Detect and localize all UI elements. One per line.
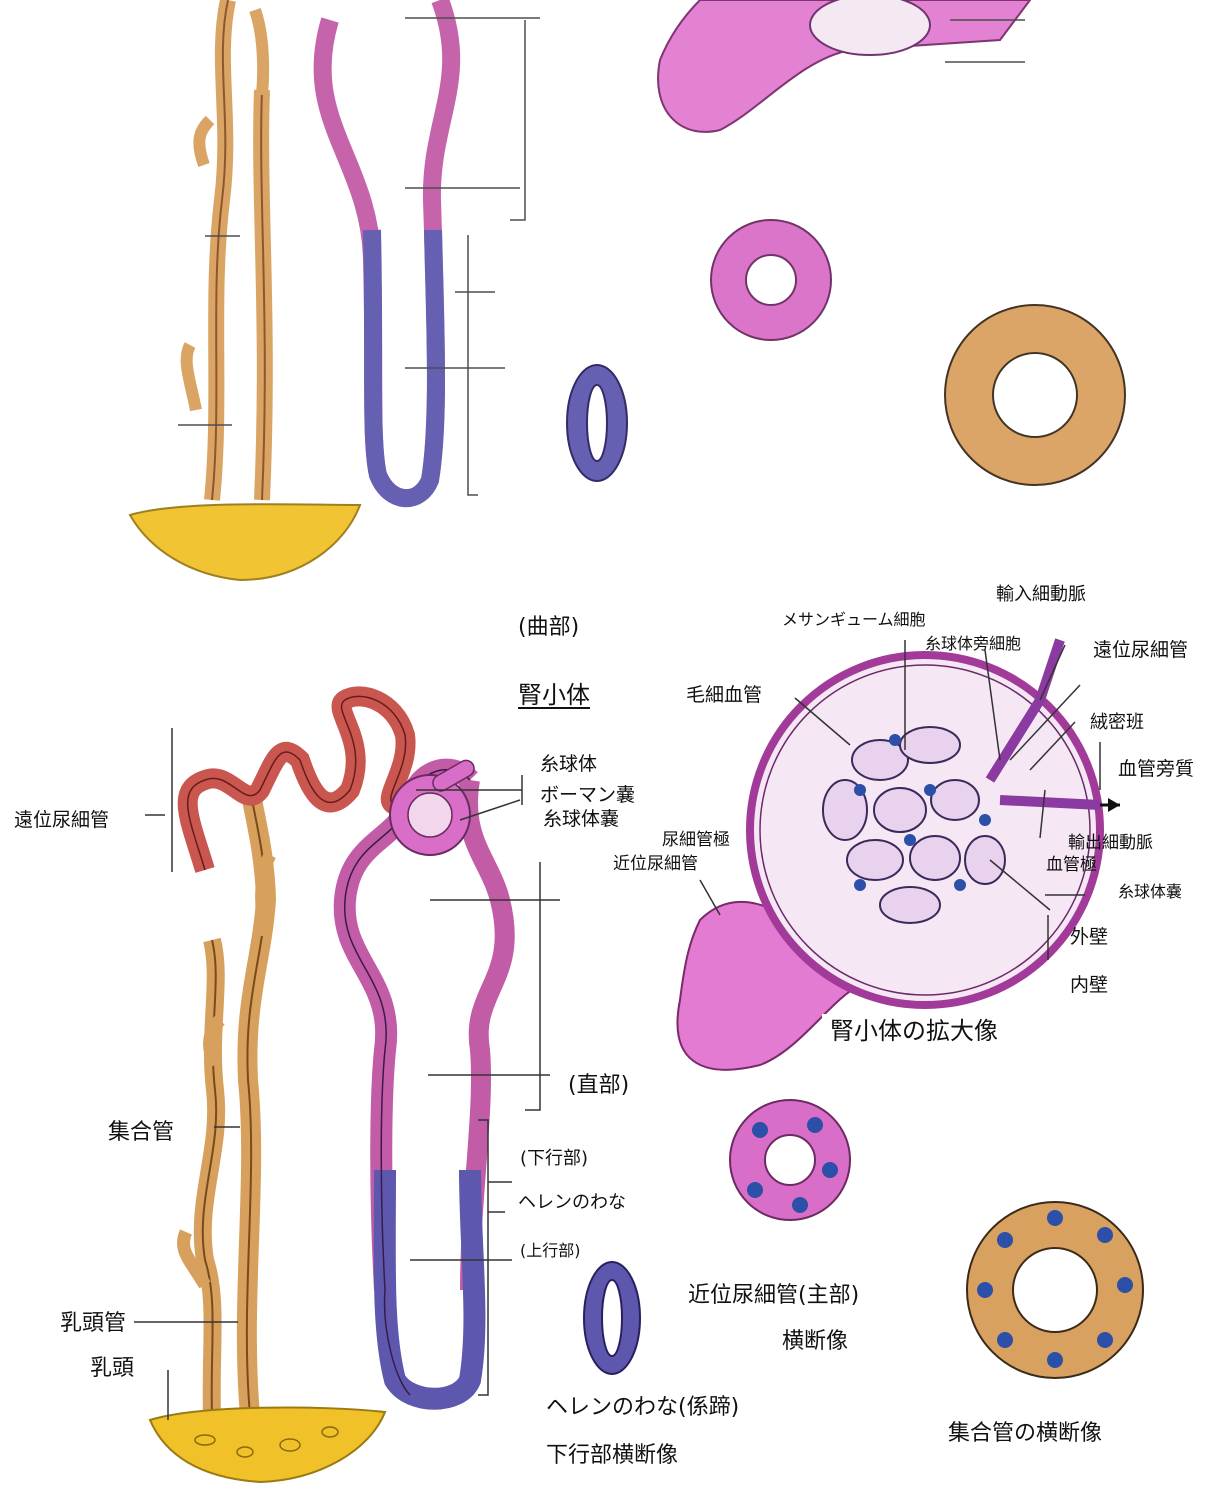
label-kyokubu: (曲部) <box>510 612 587 644</box>
label-chokubu: (直部) <box>560 1070 637 1102</box>
cross-section-pink-top <box>711 220 831 340</box>
label-glomerulus: 糸球体 <box>540 755 597 774</box>
corpuscle-top-partial <box>658 0 1030 132</box>
label-ascending: (上行部) <box>512 1238 589 1264</box>
papilla <box>150 1407 385 1482</box>
cross-section-collecting-top <box>945 305 1125 485</box>
label-enlarged-corpuscle: 腎小体の拡大像 <box>822 1014 1006 1048</box>
label-capillary: 毛細血管 <box>686 686 762 705</box>
label-vascular-pole: 血管極 <box>1046 857 1097 874</box>
label-juxtaglomerular: 糸球体旁細胞 <box>925 636 1021 652</box>
cross-section-blue <box>584 1262 640 1374</box>
label-proximal-tubule: 近位尿細管 <box>613 856 698 873</box>
proximal-tubule-and-loop <box>345 770 505 1399</box>
cross-section-blue-top <box>567 365 627 481</box>
label-macula-densa: 絨密班 <box>1090 714 1144 732</box>
label-cross-section: 横断像 <box>774 1326 856 1358</box>
label-glomerular-capsule: 糸球体嚢 <box>543 810 619 829</box>
label-henle: ヘレンのわな <box>518 1194 626 1212</box>
label-renal-corpuscle: 腎小体 <box>510 678 598 712</box>
label-collecting-duct: 集合管 <box>100 1117 182 1149</box>
cross-section-collecting <box>967 1202 1143 1378</box>
label-papillary-duct: 乳頭管 <box>52 1308 134 1340</box>
top-duplicate-figure <box>130 0 1125 580</box>
cross-section-pink <box>730 1100 850 1220</box>
label-mesangium: メサンギューム細胞 <box>782 612 926 628</box>
label-henle-loop: ヘレンのわな(係蹄) <box>538 1392 747 1424</box>
papilla-top <box>130 504 360 580</box>
label-extraglomerular: 血管旁質 <box>1118 760 1194 779</box>
label-distal-tubule-right: 遠位尿細管 <box>1085 636 1196 665</box>
label-papilla: 乳頭 <box>90 1358 134 1380</box>
henle-loop-top <box>323 0 452 498</box>
bracket-lines-top <box>178 18 540 495</box>
label-efferent: 輸出細動脈 <box>1068 835 1153 852</box>
label-urinary-pole: 尿細管極 <box>662 832 730 849</box>
label-collecting-cross: 集合管の横断像 <box>940 1418 1110 1450</box>
label-outer-wall: 外壁 <box>1070 928 1108 947</box>
label-inner-wall: 内壁 <box>1070 976 1108 995</box>
label-descending: (下行部) <box>520 1150 588 1168</box>
label-capsule-right: 糸球体嚢 <box>1118 884 1182 900</box>
label-proximal-main: 近位尿細管(主部) <box>680 1280 867 1312</box>
label-descending-cross: 下行部横断像 <box>538 1440 686 1472</box>
label-bowman: ボーマン嚢 <box>540 786 635 805</box>
label-afferent: 輸入細動脈 <box>996 586 1086 604</box>
label-distal-tubule-left: 遠位尿細管 <box>6 806 117 835</box>
